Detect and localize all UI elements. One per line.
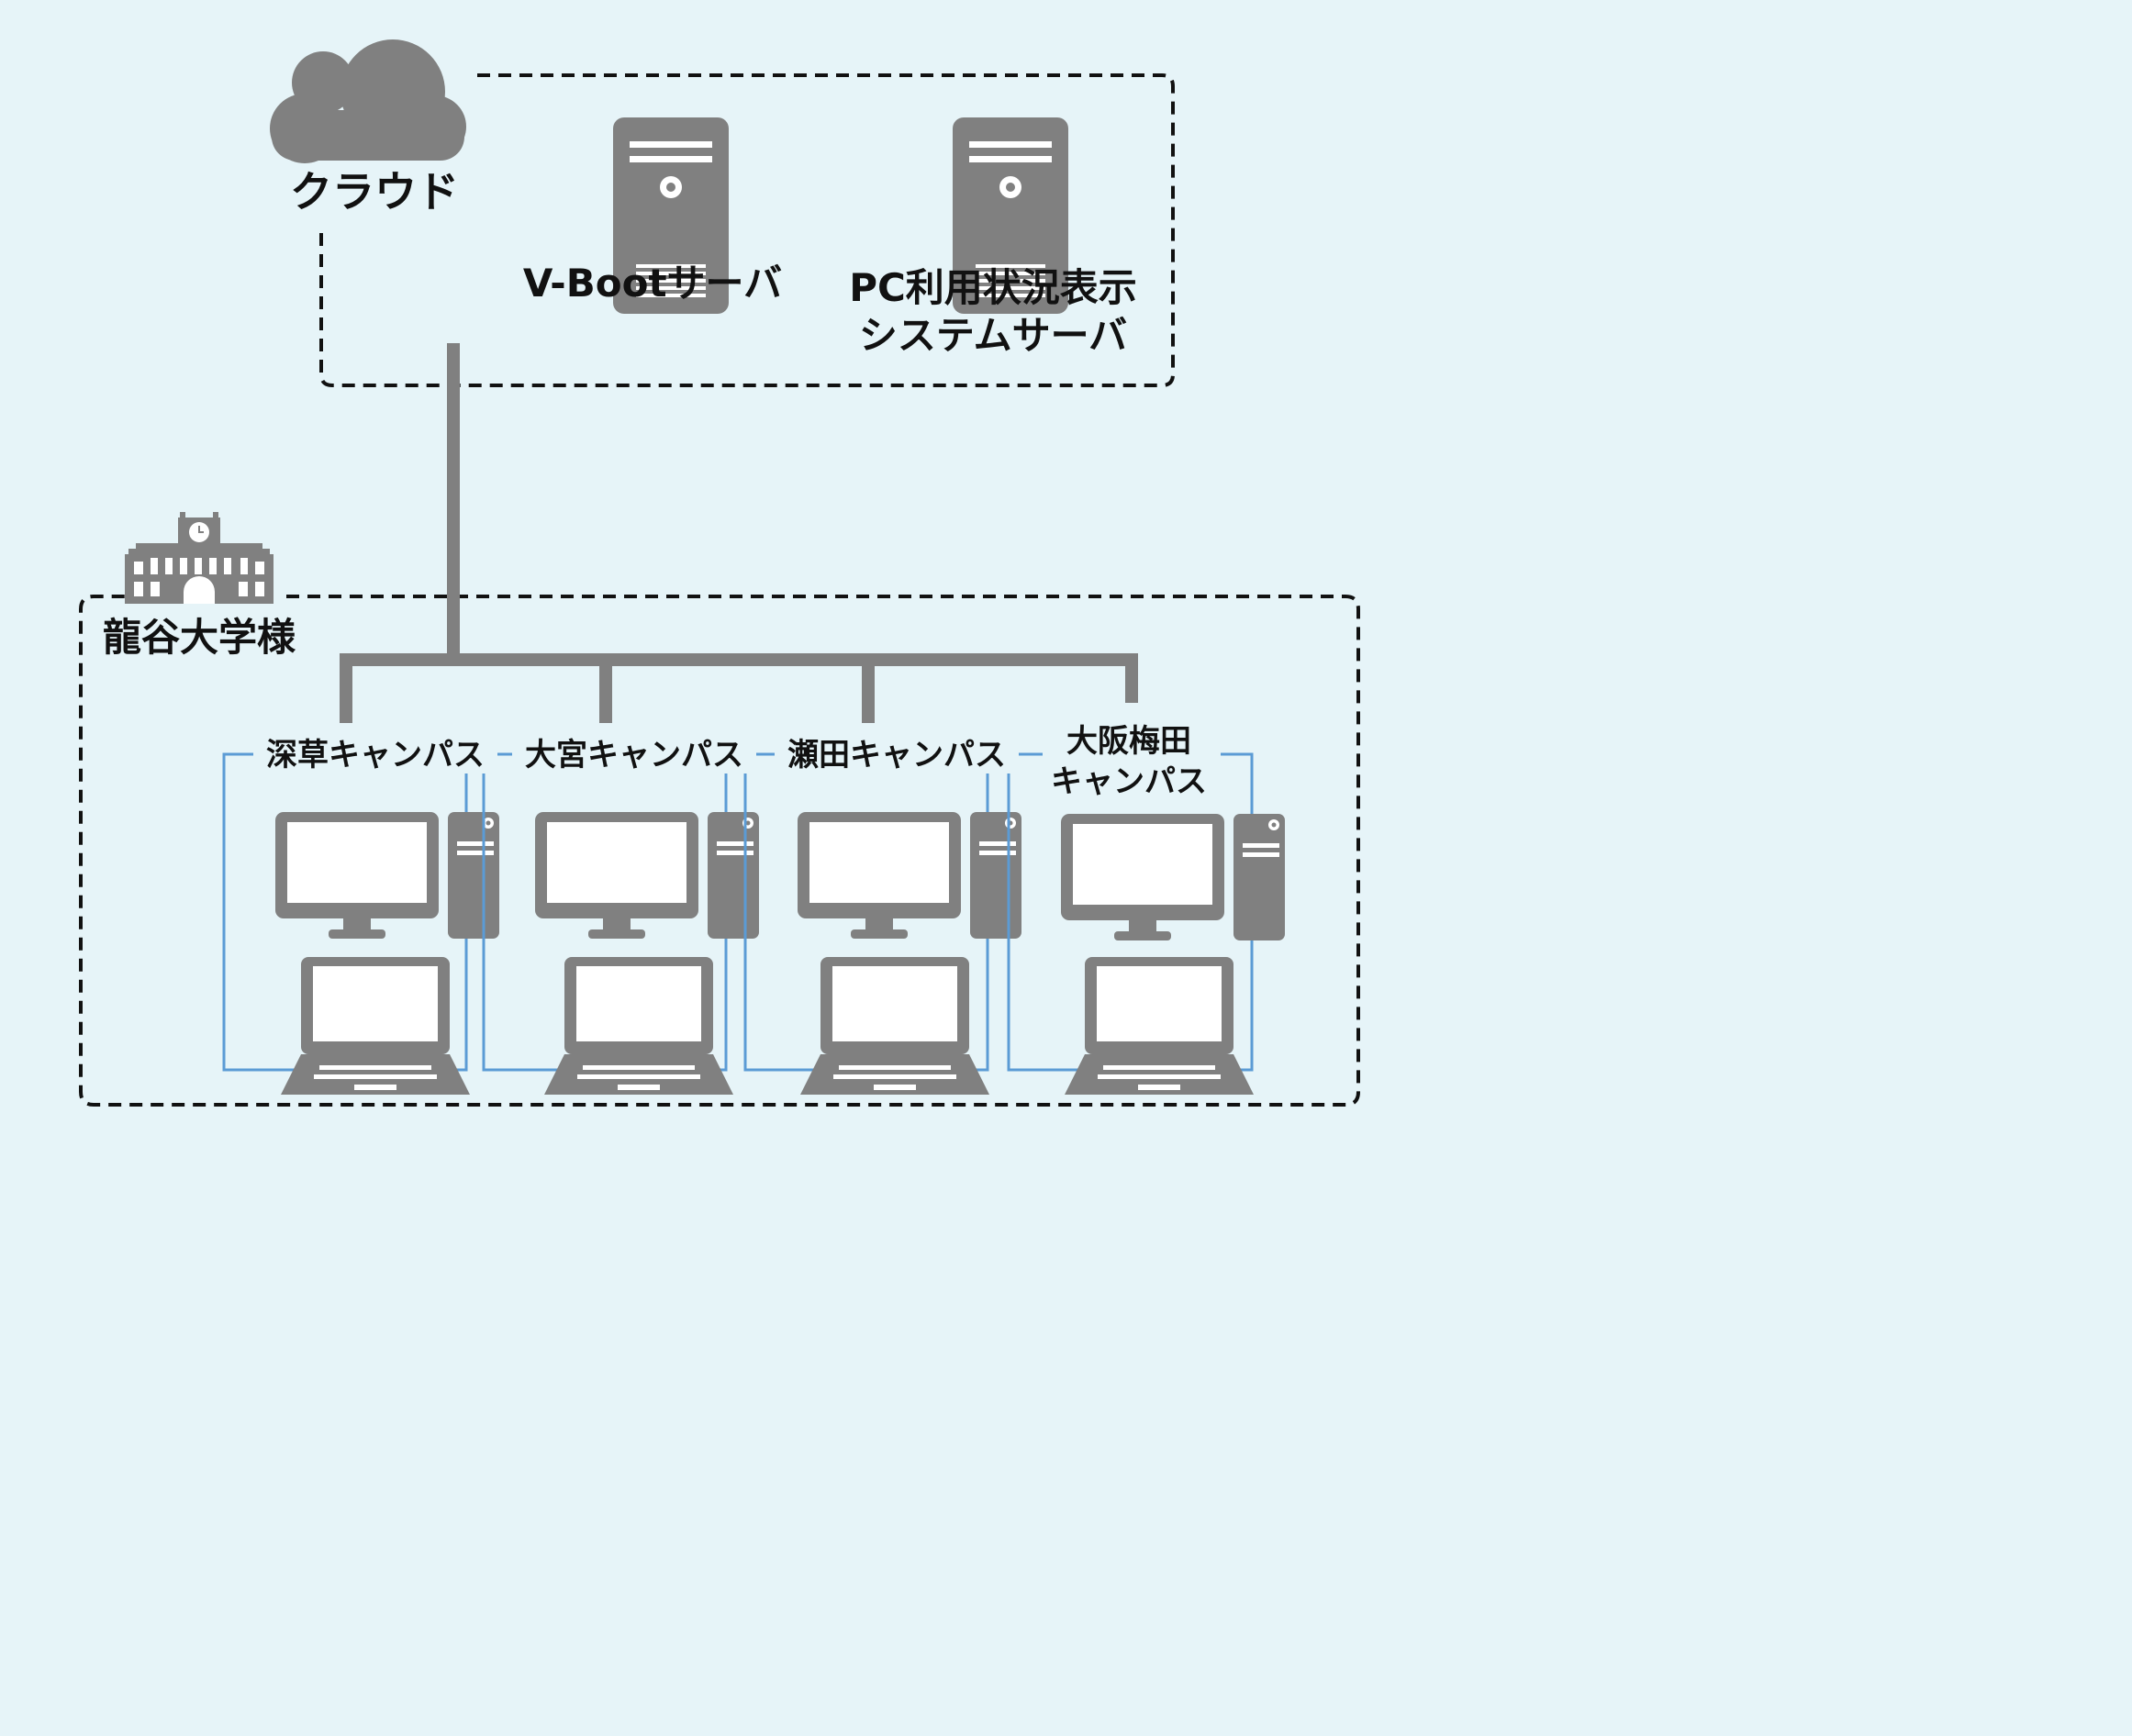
campus-label-seta: 瀬田キャンパス [775,737,1019,773]
campus-box-fukakusa [222,752,499,1095]
desktop-pc-icon [275,812,499,939]
cloud-area-frame [319,73,1175,387]
campus-label-text: 大宮キャンパス [512,737,756,773]
cloud-icon [270,39,466,163]
campus-label-osaka-umeda: 大阪梅田 キャンパス [1037,721,1221,802]
server-label-line: システムサーバ [858,313,1128,358]
campus-label-text: 大阪梅田 [1066,723,1191,760]
laptop-icon [1065,957,1254,1095]
campus-label-omiya: 大宮キャンパス [512,737,756,773]
campus-box-osaka-umeda [1007,752,1285,1095]
server-label-pc-status: PC利用状況表示 システムサーバ [846,264,1140,360]
university-frame [79,595,1360,1107]
campus-label-text: キャンパス [1051,763,1207,800]
network-lines [340,343,1138,723]
laptop-icon [281,957,470,1095]
campus-label-text: 瀬田キャンパス [775,737,1019,773]
desktop-pc-icon [1061,814,1285,940]
server-label-vboot: V-Bootサーバ [521,264,784,303]
university-label: 龍谷大学様 [103,615,296,660]
desktop-pc-icon [535,812,759,939]
laptop-icon [544,957,733,1095]
university-building-icon [125,512,273,604]
desktop-pc-icon [798,812,1021,939]
laptop-icon [800,957,989,1095]
campus-label-text: 深草キャンパス [253,737,497,773]
campus-box-seta [743,752,1021,1095]
campus-label-fukakusa: 深草キャンパス [253,737,497,773]
cloud-label: クラウド [290,167,459,217]
server-label-line: PC利用状況表示 [849,265,1137,310]
campus-box-omiya [482,752,759,1095]
server-label-line: V-Bootサーバ [522,261,783,306]
